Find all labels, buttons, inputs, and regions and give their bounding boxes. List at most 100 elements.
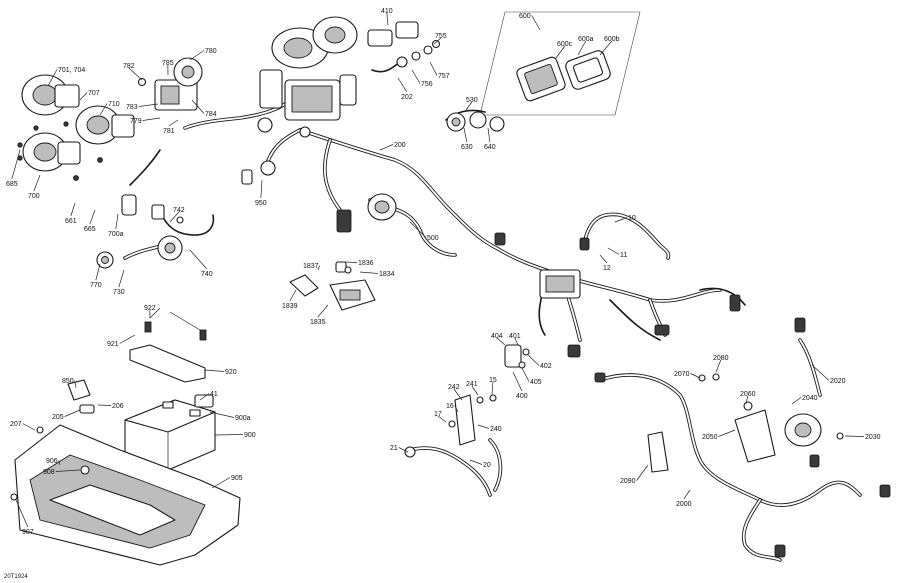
callout-leader-c11 — [607, 247, 620, 255]
callout-leader-c10 — [614, 217, 628, 223]
callout-label-c2070: 2070 — [674, 371, 690, 378]
callout-label-c756: 756 — [421, 81, 433, 88]
callout-label-c908: 908 — [43, 469, 55, 476]
callout-leader-c206 — [97, 404, 112, 406]
callout-label-c770: 770 — [90, 282, 102, 289]
callout-label-c730: 730 — [113, 289, 125, 296]
callout-label-c700a: 700a — [108, 231, 124, 238]
cables-20-240 — [404, 394, 503, 497]
callout-label-c401: 401 — [509, 333, 521, 340]
callout-label-c701: 701, 704 — [58, 67, 85, 74]
diagram-code: 20T1924 — [4, 574, 28, 580]
callout-label-c241: 241 — [466, 381, 478, 388]
callout-label-c907: 907 — [22, 529, 34, 536]
callout-leader-c500 — [409, 221, 427, 238]
callout-leader-c12 — [599, 254, 608, 264]
callout-label-c404: 404 — [491, 333, 503, 340]
callout-leader-c20 — [469, 459, 483, 465]
main-harness — [183, 98, 746, 358]
callout-label-c2020: 2020 — [830, 378, 846, 385]
callout-leader-c600b — [599, 40, 613, 56]
connectors-530 — [445, 109, 505, 132]
callout-leader-c661 — [70, 202, 76, 217]
relay-box — [137, 57, 203, 111]
callout-label-c1836: 1836 — [358, 260, 374, 267]
callout-leader-c710 — [99, 103, 108, 116]
callout-leader-c402 — [527, 354, 540, 366]
callout-label-c2030: 2030 — [865, 434, 881, 441]
callout-label-c920: 920 — [225, 369, 237, 376]
callout-leader-c756 — [411, 69, 421, 84]
sensor-cluster — [96, 149, 276, 269]
callout-leader-c200 — [379, 144, 394, 151]
callout-label-c784: 784 — [205, 111, 217, 118]
ecu-cluster — [257, 16, 419, 138]
callout-label-c12: 12 — [603, 265, 611, 272]
callout-leader-c1834 — [359, 271, 379, 274]
callout-label-c200: 200 — [394, 142, 406, 149]
callout-label-c740: 740 — [201, 271, 213, 278]
callout-label-c240: 240 — [490, 426, 502, 433]
callout-leader-c1837 — [317, 265, 320, 271]
callout-label-c1839: 1839 — [282, 303, 298, 310]
callout-label-c1837: 1837 — [303, 263, 319, 270]
callout-leader-c400 — [512, 371, 523, 392]
callout-leader-c742 — [169, 211, 180, 223]
callout-label-c950: 950 — [255, 200, 267, 207]
callout-label-c600: 600 — [519, 13, 531, 20]
callout-label-c685: 685 — [6, 181, 18, 188]
callout-label-c402: 402 — [540, 363, 552, 370]
callout-leader-c905 — [211, 477, 231, 489]
callout-label-c41: 41 — [210, 391, 218, 398]
callout-leader-c906 — [58, 460, 61, 466]
callout-label-c600c: 600c — [557, 41, 573, 48]
callout-label-c742: 742 — [173, 207, 185, 214]
callout-label-c755: 755 — [435, 33, 447, 40]
callout-leader-c2030 — [844, 435, 865, 437]
callout-leader-c920 — [204, 369, 225, 372]
callout-leader-c900 — [214, 434, 244, 436]
callout-label-c2060: 2060 — [740, 391, 756, 398]
callout-leader-c2060 — [745, 395, 749, 405]
callout-leader-c921 — [119, 334, 136, 344]
callout-label-c410: 410 — [381, 8, 393, 15]
callout-leader-c2090 — [636, 464, 649, 481]
callout-leader-c707 — [79, 92, 88, 101]
callout-leader-c2000 — [683, 489, 691, 500]
callout-leader-c685 — [11, 149, 21, 180]
callout-leader-c783 — [138, 103, 159, 107]
small-connectors — [371, 39, 441, 73]
callout-label-c710: 710 — [108, 101, 120, 108]
callout-label-c17: 17 — [434, 411, 442, 418]
callout-label-c500: 500 — [427, 235, 439, 242]
callout-leader-c405 — [521, 367, 530, 382]
callout-leader-c950 — [260, 179, 263, 199]
callout-label-c700: 700 — [28, 193, 40, 200]
callout-label-c10: 10 — [628, 215, 636, 222]
callout-label-c21: 21 — [390, 445, 398, 452]
callout-leader-c900a — [209, 411, 235, 418]
callout-label-c400: 400 — [516, 393, 528, 400]
callout-label-c2040: 2040 — [802, 395, 818, 402]
callout-leader-c240 — [477, 424, 490, 429]
callout-label-c905: 905 — [231, 475, 243, 482]
callout-leader-c207 — [22, 423, 36, 431]
callout-label-c785: 785 — [162, 60, 174, 67]
callout-label-c922: 922 — [144, 305, 156, 312]
callout-label-c15: 15 — [489, 377, 497, 384]
callout-label-c600b: 600b — [604, 36, 620, 43]
callout-leader-c41 — [199, 393, 210, 401]
callout-label-c206: 206 — [112, 403, 124, 410]
callout-label-c900a: 900a — [235, 415, 251, 422]
callout-leader-c730 — [118, 269, 125, 288]
connector-400 — [504, 344, 530, 369]
callout-label-c2000: 2000 — [676, 501, 692, 508]
module-600 — [479, 11, 641, 116]
callout-leader-c241 — [471, 385, 479, 396]
callout-label-c630: 630 — [461, 144, 473, 151]
callout-leader-c15 — [491, 381, 494, 396]
callout-label-c405: 405 — [530, 379, 542, 386]
callout-leader-c2040 — [791, 397, 802, 405]
